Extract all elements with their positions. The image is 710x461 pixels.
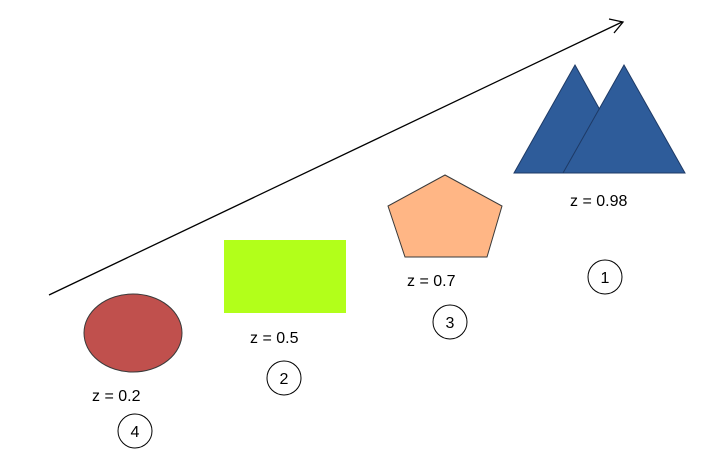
rank-number: 1 (601, 270, 610, 287)
rank-circle (117, 413, 153, 449)
rectangle-shape (224, 240, 346, 313)
rank-circle (266, 360, 302, 396)
z-label-rectangle: z = 0.5 (250, 330, 299, 347)
circle-shape (83, 293, 183, 373)
rank-number: 2 (280, 371, 289, 388)
rank-number: 4 (131, 424, 140, 441)
z-label-triangles: z = 0.98 (570, 193, 627, 210)
rank-badge-pentagon: 3 (432, 304, 468, 340)
z-label-pentagon: z = 0.7 (407, 273, 456, 290)
triangles-shape (513, 63, 686, 174)
rank-badge-rectangle: 2 (266, 360, 302, 396)
pentagon-shape (387, 174, 503, 258)
arrow-head (608, 18, 625, 34)
rank-circle (432, 304, 468, 340)
z-label-circle: z = 0.2 (92, 388, 141, 405)
rank-number: 3 (446, 315, 455, 332)
rank-badge-triangles: 1 (587, 259, 623, 295)
arrow-shaft (48, 21, 623, 296)
rank-circle (587, 259, 623, 295)
rank-badge-circle: 4 (117, 413, 153, 449)
front-triangle (562, 63, 686, 174)
increasing-arrow (48, 18, 625, 296)
